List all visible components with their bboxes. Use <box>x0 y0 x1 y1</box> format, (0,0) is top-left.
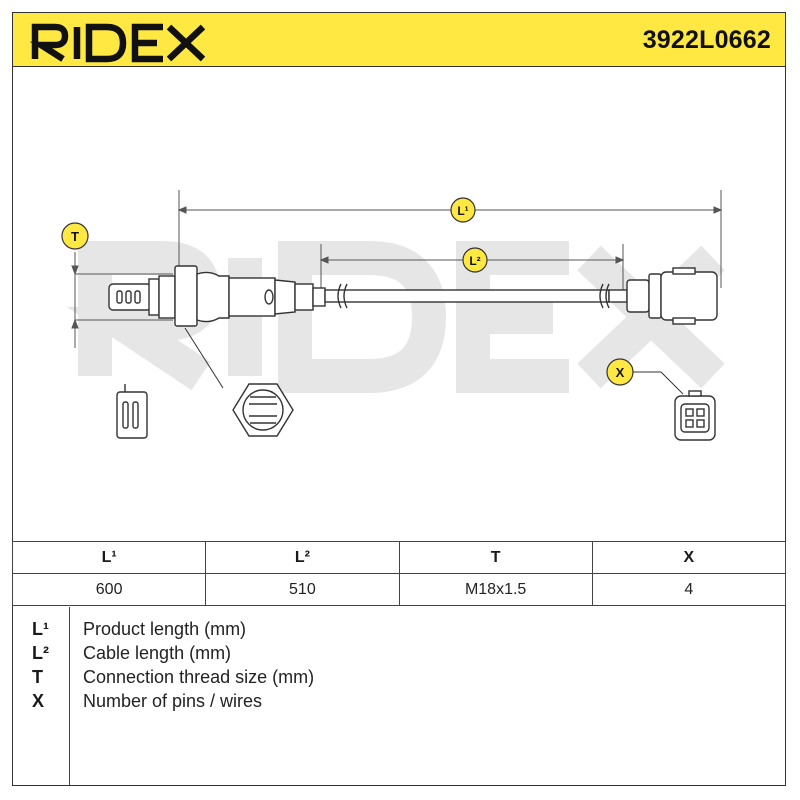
sensor-drawing: L¹ L² T X <box>61 190 725 441</box>
part-number: 3922L0662 <box>642 26 771 54</box>
sensor-body <box>108 265 326 327</box>
sensor-cable <box>324 283 628 309</box>
legend-key: L² <box>32 643 49 663</box>
hex-nut-view <box>232 383 294 437</box>
callout-l2-label: L² <box>469 254 480 268</box>
specs-header-x: X <box>591 541 787 574</box>
callout-l1: L¹ <box>450 197 476 223</box>
connector <box>626 267 718 325</box>
connector-pin-view <box>674 390 716 441</box>
specs-value-l1: 600 <box>11 573 207 606</box>
callout-x: X <box>606 358 634 386</box>
callout-l1-label: L¹ <box>457 204 468 218</box>
specs-header-row: L¹ L² T X <box>11 541 787 574</box>
x-leader-2 <box>660 371 684 395</box>
specs-value-l2: 510 <box>205 573 400 606</box>
legend-row: X Number of pins / wires <box>12 691 786 715</box>
legend-text: Cable length (mm) <box>83 643 232 663</box>
hex-leader <box>184 327 224 389</box>
legend-text: Product length (mm) <box>83 619 247 639</box>
callout-t: T <box>61 222 89 250</box>
specs-header-l1: L¹ <box>11 541 207 574</box>
specs-header-l2: L² <box>205 541 400 574</box>
specs-value-x: 4 <box>591 573 787 606</box>
legend-text: Number of pins / wires <box>83 691 263 711</box>
legend-row: L¹ Product length (mm) <box>12 619 786 643</box>
callout-t-label: T <box>71 229 79 244</box>
specs-value-row: 600 510 M18x1.5 4 <box>11 573 787 606</box>
legend-key: T <box>32 667 43 687</box>
dimension-l1 <box>177 190 723 288</box>
legend-row: T Connection thread size (mm) <box>12 667 786 691</box>
header-bar: 3922L0662 <box>12 12 786 67</box>
dimension-t <box>71 252 173 348</box>
legend-row: L² Cable length (mm) <box>12 643 786 667</box>
legend-divider <box>69 607 71 786</box>
legend-key: X <box>32 691 45 711</box>
ridex-logo <box>29 23 206 63</box>
callout-l2: L² <box>462 247 488 273</box>
callout-x-label: X <box>616 365 625 380</box>
sensor-tip-view <box>116 384 148 439</box>
specs-value-t: M18x1.5 <box>398 573 593 606</box>
specs-table: L¹ L² T X 600 510 M18x1.5 4 <box>11 541 787 606</box>
legend: L¹ Product length (mm) L² Cable length (… <box>12 607 786 786</box>
specs-header-t: T <box>398 541 593 574</box>
legend-text: Connection thread size (mm) <box>83 667 315 687</box>
legend-key: L¹ <box>32 619 49 639</box>
